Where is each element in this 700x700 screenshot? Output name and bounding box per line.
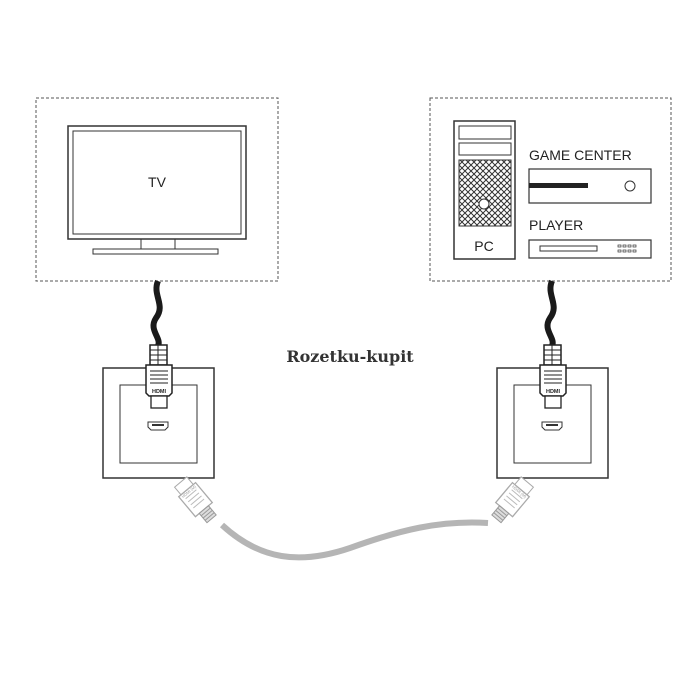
gray-plug-right: HDMI (M) bbox=[491, 476, 535, 524]
tv-black-cable bbox=[150, 279, 163, 348]
tv-zone: TV bbox=[35, 97, 279, 282]
game-console-icon bbox=[528, 168, 652, 204]
pc-label: PC bbox=[474, 238, 493, 254]
hdmi-plug-label: HDMI bbox=[546, 389, 561, 395]
sources-zone: PC GAME CENTER PLAYER bbox=[429, 97, 672, 282]
game-center-label: GAME CENTER bbox=[529, 147, 632, 163]
tv-label: TV bbox=[148, 174, 167, 190]
gray-hdmi-cable bbox=[219, 519, 489, 561]
hdmi-port-icon bbox=[147, 421, 169, 431]
pc-tower-icon bbox=[453, 120, 516, 260]
gray-plug-left: HDMI (M) bbox=[173, 476, 217, 524]
tv-screen bbox=[72, 130, 242, 235]
hdmi-port-icon bbox=[541, 421, 563, 431]
hdmi-plug-label: HDMI bbox=[152, 389, 167, 395]
media-player-icon bbox=[528, 239, 652, 259]
tv-stand bbox=[140, 238, 176, 250]
source-black-cable bbox=[544, 279, 557, 348]
player-label: PLAYER bbox=[529, 217, 583, 233]
tv-base bbox=[92, 248, 219, 255]
left-hdmi-plug: HDMI bbox=[145, 344, 173, 409]
right-hdmi-plug: HDMI bbox=[539, 344, 567, 409]
watermark-text: Rozetku-kupit bbox=[286, 347, 414, 366]
sources-dashed-box bbox=[429, 97, 672, 282]
